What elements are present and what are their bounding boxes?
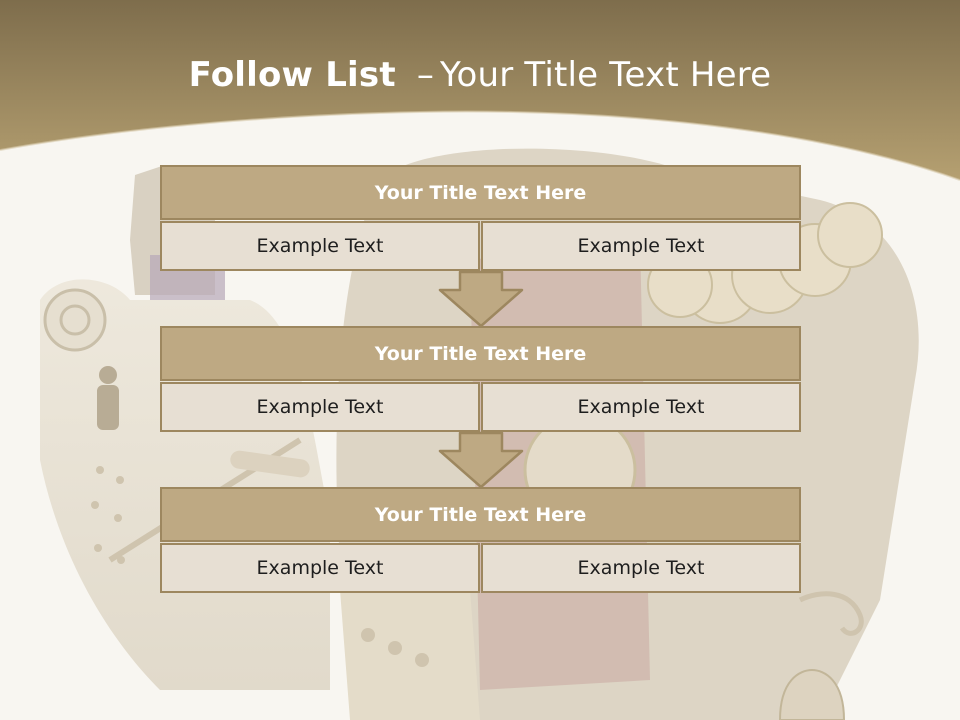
flow-block-cells: Example Text Example Text <box>160 543 801 593</box>
flow-cell: Example Text <box>481 382 801 432</box>
flow-block-3: Your Title Text Here Example Text Exampl… <box>160 487 801 593</box>
flow-block-cells: Example Text Example Text <box>160 221 801 271</box>
title-dash: – <box>416 55 435 95</box>
flow-cell: Example Text <box>481 543 801 593</box>
flow-cell: Example Text <box>481 221 801 271</box>
header-band <box>0 0 960 181</box>
down-arrow-icon <box>438 431 524 489</box>
flow-cell: Example Text <box>160 543 480 593</box>
title-rest: Your Title Text Here <box>440 55 772 95</box>
flow-block-cells: Example Text Example Text <box>160 382 801 432</box>
flow-block-2: Your Title Text Here Example Text Exampl… <box>160 326 801 432</box>
down-arrow-icon <box>438 270 524 328</box>
flow-cell: Example Text <box>160 221 480 271</box>
title-bold: Follow List <box>188 55 396 95</box>
flow-cell: Example Text <box>160 382 480 432</box>
flow-block-title: Your Title Text Here <box>160 165 801 220</box>
flow-block-title: Your Title Text Here <box>160 326 801 381</box>
slide-title: Follow List –Your Title Text Here <box>0 52 960 98</box>
flow-block-title: Your Title Text Here <box>160 487 801 542</box>
flow-block-1: Your Title Text Here Example Text Exampl… <box>160 165 801 271</box>
